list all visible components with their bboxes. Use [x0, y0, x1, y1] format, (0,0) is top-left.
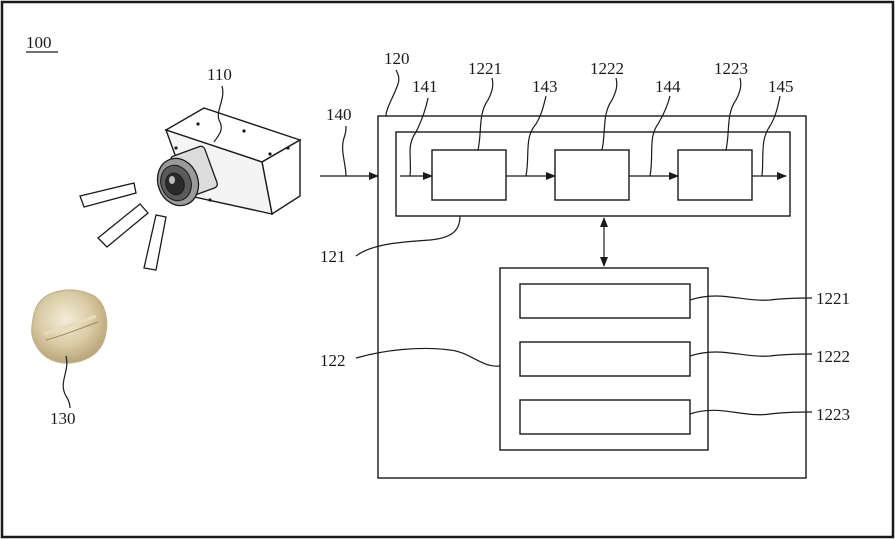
system-label: 120 — [384, 49, 410, 68]
input-leader-line — [342, 125, 347, 177]
object-ridge — [43, 314, 97, 336]
signal-label-145: 145 — [768, 77, 794, 96]
stage-label-2: 1222 — [590, 59, 624, 78]
stage-leader-1 — [477, 77, 494, 151]
camera-leader-line — [213, 85, 224, 143]
camera-label: 110 — [207, 65, 232, 84]
signal-label-144: 144 — [655, 77, 681, 96]
camera-screw — [286, 146, 290, 150]
signal-leader-145 — [761, 95, 781, 177]
storage-leader-line — [355, 347, 501, 367]
camera-screw — [242, 129, 246, 133]
signal-leader-141 — [409, 97, 429, 177]
storage-item-3 — [519, 399, 691, 435]
storage-item-leader-3 — [689, 409, 813, 416]
object-leader-line — [62, 355, 71, 409]
object-label: 130 — [50, 409, 76, 428]
stage-label-3: 1223 — [714, 59, 748, 78]
camera-icon — [156, 107, 302, 216]
stage-leader-3 — [725, 77, 742, 151]
storage-item-leader-2 — [689, 351, 813, 357]
stage-box-2 — [554, 149, 630, 201]
signal-label-143: 143 — [532, 77, 558, 96]
stage-label-1: 1221 — [468, 59, 502, 78]
storage-label: 122 — [320, 351, 346, 370]
object-icon — [31, 289, 108, 364]
signal-leader-144 — [649, 95, 671, 177]
pipeline-label: 121 — [320, 247, 346, 266]
storage-item-1 — [519, 283, 691, 319]
light-beam — [97, 203, 149, 248]
stage-leader-2 — [601, 77, 618, 151]
input-arrow-label: 140 — [326, 105, 352, 124]
storage-item-label-1: 1221 — [816, 289, 850, 308]
camera-lens-glint — [169, 176, 175, 184]
camera-screw — [174, 146, 178, 150]
signal-label-141: 141 — [412, 77, 438, 96]
camera-screw — [196, 122, 200, 126]
storage-item-2 — [519, 341, 691, 377]
camera-screw — [208, 198, 212, 202]
figure-number-label: 100 — [26, 33, 52, 52]
system-leader-line — [385, 69, 400, 117]
signal-leader-143 — [525, 95, 547, 177]
light-beam — [143, 214, 167, 271]
storage-item-leader-1 — [689, 295, 813, 301]
light-beam — [79, 182, 137, 208]
camera-screw — [268, 152, 272, 156]
storage-item-label-2: 1222 — [816, 347, 850, 366]
stage-box-3 — [677, 149, 753, 201]
pipeline-leader-line — [355, 215, 461, 257]
object-ridge-shadow — [45, 321, 99, 341]
storage-item-label-3: 1223 — [816, 405, 850, 424]
stage-box-1 — [431, 149, 507, 201]
